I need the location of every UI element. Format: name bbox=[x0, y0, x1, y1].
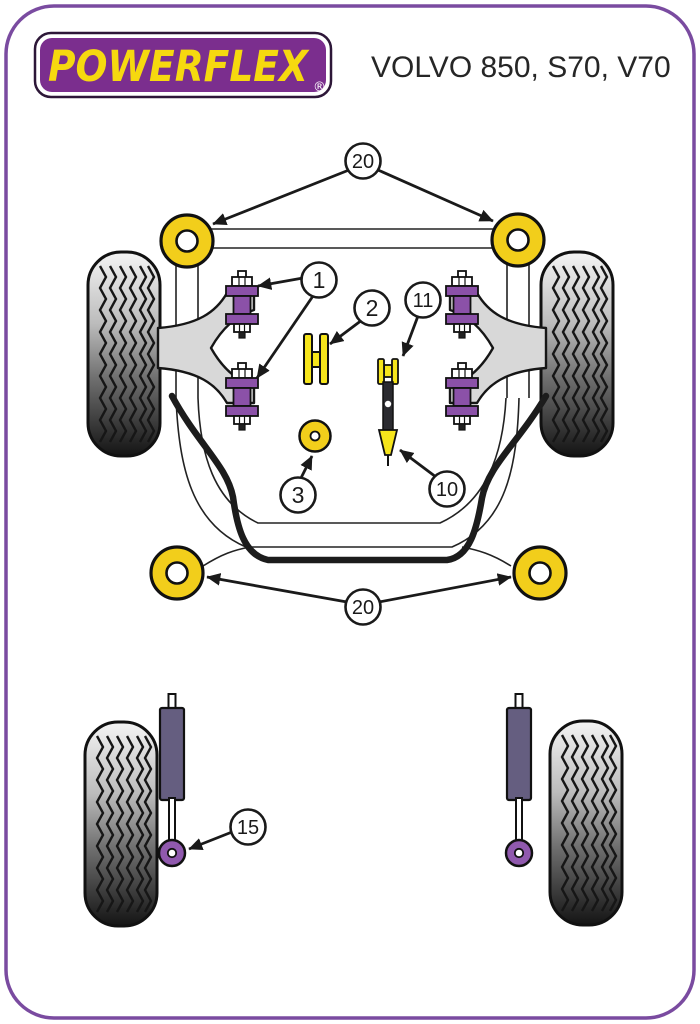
rear-shock-diagram: 15 bbox=[85, 692, 622, 926]
callout-20-bottom: 20 bbox=[344, 588, 382, 626]
tire-front-left bbox=[88, 252, 160, 456]
page-border bbox=[4, 4, 696, 1020]
logo-background bbox=[40, 38, 326, 92]
torque-rod-assembly bbox=[377, 358, 399, 466]
callout-11: 11 bbox=[404, 281, 442, 319]
callout-11-label: 11 bbox=[413, 290, 434, 312]
callout-2: 2 bbox=[353, 289, 391, 327]
bush-20-front-right bbox=[490, 212, 546, 268]
page-title: VOLVO 850, S70, V70 bbox=[371, 51, 671, 84]
callout-10-label: 10 bbox=[436, 479, 458, 501]
callout-20-top: 20 bbox=[344, 142, 382, 180]
shock-absorber-right bbox=[504, 692, 534, 868]
bush-20-front-left bbox=[159, 213, 215, 269]
callout-20-bottom-label: 20 bbox=[352, 597, 374, 619]
bush-2-engine-mount bbox=[303, 333, 329, 385]
callout-3-label: 3 bbox=[292, 482, 305, 508]
registered-trademark-icon: ® bbox=[313, 80, 326, 95]
callout-arrows-front bbox=[206, 168, 512, 604]
bush-20-rear-left bbox=[149, 545, 205, 601]
callout-20-top-label: 20 bbox=[352, 151, 374, 173]
bush-3-round-mount bbox=[298, 419, 332, 453]
tire-front-right bbox=[541, 252, 613, 456]
torque-rod-hole bbox=[384, 400, 392, 408]
bush-20-rear-right bbox=[512, 545, 568, 601]
callout-3: 3 bbox=[279, 476, 317, 514]
bush-11-left-flange bbox=[377, 358, 385, 385]
callout-10: 10 bbox=[428, 470, 466, 508]
callout-1-label: 1 bbox=[313, 267, 326, 293]
shock-absorber-left bbox=[157, 692, 187, 868]
tire-rear-left bbox=[85, 722, 157, 926]
bush-11-upper bbox=[383, 364, 393, 378]
bush-11-right-flange bbox=[391, 358, 399, 385]
anti-roll-bar bbox=[168, 392, 550, 564]
callout-2-label: 2 bbox=[366, 295, 379, 321]
powerflex-logo: POWERFLEX ® bbox=[33, 31, 333, 99]
tire-rear-right bbox=[550, 721, 622, 925]
callout-15: 15 bbox=[229, 808, 267, 846]
front-suspension-diagram: 20 1 2 11 3 10 bbox=[88, 142, 613, 626]
bush-10-lower bbox=[377, 429, 399, 456]
callout-1: 1 bbox=[300, 261, 338, 299]
logo-wordmark: POWERFLEX bbox=[48, 42, 310, 92]
callouts-front: 20 1 2 11 3 10 bbox=[279, 142, 466, 626]
callout-15-label: 15 bbox=[237, 817, 259, 839]
callout-15-arrow bbox=[188, 830, 233, 851]
